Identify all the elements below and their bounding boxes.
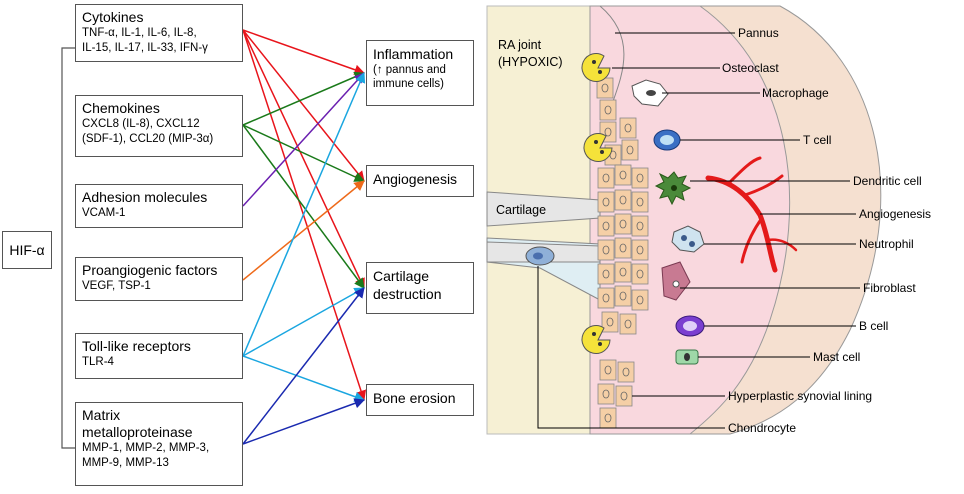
factor-matrix-metalloproteinase: Matrix metalloproteinase MMP-1, MMP-2, M… <box>75 402 243 486</box>
factor-line: IL-15, IL-17, IL-33, IFN-γ <box>82 42 208 54</box>
pannus-region <box>589 5 791 435</box>
outcome-cartilage-destruction: Cartilage destruction <box>366 262 474 314</box>
outcome-bone-erosion: Bone erosion <box>366 384 474 416</box>
joint-subtitle: (HYPOXIC) <box>498 55 563 69</box>
factor-line: TNF-α, IL-1, IL-6, IL-8, <box>82 27 197 39</box>
outcome-title: Angiogenesis <box>373 171 458 187</box>
joint-title: RA joint <box>498 38 542 52</box>
arrow-tlr-to-bon <box>242 355 365 402</box>
arrow-pro-to-ang <box>242 180 365 281</box>
arrow-mmp-to-car <box>242 287 365 445</box>
arrow-che-to-car <box>242 124 365 289</box>
hif-bracket <box>61 47 75 449</box>
factor-line: VCAM-1 <box>82 207 126 219</box>
label-osteoclast: Osteoclast <box>722 61 779 75</box>
cartilage-label: Cartilage <box>496 203 547 217</box>
blood-vessels <box>705 156 798 273</box>
label-chondrocyte: Chondrocyte <box>728 421 797 435</box>
label-macrophage: Macrophage <box>762 86 829 100</box>
factor-chemokines: Chemokines CXCL8 (IL-8), CXCL12 (SDF-1),… <box>75 95 243 157</box>
outcome-title: Inflammation <box>373 46 454 62</box>
arrow-cyt-to-ang <box>242 29 365 182</box>
label-b-cell: B cell <box>859 319 889 333</box>
arrow-tlr-to-inf <box>242 72 366 357</box>
outcome-line: (↑ pannus and <box>373 64 446 76</box>
arrow-che-to-inf <box>242 71 365 126</box>
factor-proangiogenic: Proangiogenic factors VEGF, TSP-1 <box>75 257 243 301</box>
hif-alpha-label: HIF-α <box>9 242 45 258</box>
factor-title: Matrix <box>82 407 121 423</box>
arrow-adh-to-inf <box>242 72 365 207</box>
factor-line: (SDF-1), CCL20 (MIP-3α) <box>82 133 214 145</box>
factor-title: Cytokines <box>82 9 144 25</box>
factor-line: TLR-4 <box>82 356 114 368</box>
arrow-che-to-ang <box>242 124 365 182</box>
factor-line: VEGF, TSP-1 <box>82 280 151 292</box>
factor-title: Adhesion molecules <box>82 189 208 205</box>
label-pannus: Pannus <box>738 26 779 40</box>
label-mast-cell: Mast cell <box>813 350 861 364</box>
label-hyperplastic-lining: Hyperplastic synovial lining <box>728 389 873 403</box>
outcome-angiogenesis: Angiogenesis <box>366 165 474 197</box>
label-t-cell: T cell <box>803 133 832 147</box>
label-dendritic-cell: Dendritic cell <box>853 174 922 188</box>
osteoclast-icons <box>581 53 613 354</box>
arrow-mmp-to-bon <box>242 398 365 445</box>
hif-alpha-box: HIF-α <box>2 231 52 269</box>
factor-title-2: metalloproteinase <box>82 424 193 440</box>
arrow-cyt-to-inf <box>242 29 365 75</box>
arrow-cyt-to-car <box>242 29 365 289</box>
factor-adhesion-molecules: Adhesion molecules VCAM-1 <box>75 184 243 228</box>
outcome-title: Cartilage <box>373 268 430 284</box>
factor-line: MMP-9, MMP-13 <box>82 457 169 469</box>
factor-line: MMP-1, MMP-2, MMP-3, <box>82 442 210 454</box>
label-angiogenesis: Angiogenesis <box>859 207 932 221</box>
label-pointers <box>537 32 860 429</box>
label-neutrophil: Neutrophil <box>859 237 914 251</box>
factor-line: CXCL8 (IL-8), CXCL12 <box>82 118 200 130</box>
neutrophil-icon <box>671 225 705 253</box>
lining-cells <box>596 77 649 429</box>
outcome-line: immune cells) <box>373 78 444 90</box>
factor-title: Proangiogenic factors <box>82 262 218 278</box>
factor-cytokines: Cytokines TNF-α, IL-1, IL-6, IL-8, IL-15… <box>75 4 243 62</box>
factor-title: Chemokines <box>82 100 160 116</box>
label-fibroblast: Fibroblast <box>863 281 916 295</box>
factor-title: Toll-like receptors <box>82 338 191 354</box>
outcome-title: Bone erosion <box>373 390 456 406</box>
factor-toll-like-receptors: Toll-like receptors TLR-4 <box>75 333 243 379</box>
arrow-tlr-to-car <box>242 287 365 357</box>
outcome-title-2: destruction <box>373 286 442 302</box>
outcome-inflammation: Inflammation (↑ pannus and immune cells) <box>366 40 474 106</box>
